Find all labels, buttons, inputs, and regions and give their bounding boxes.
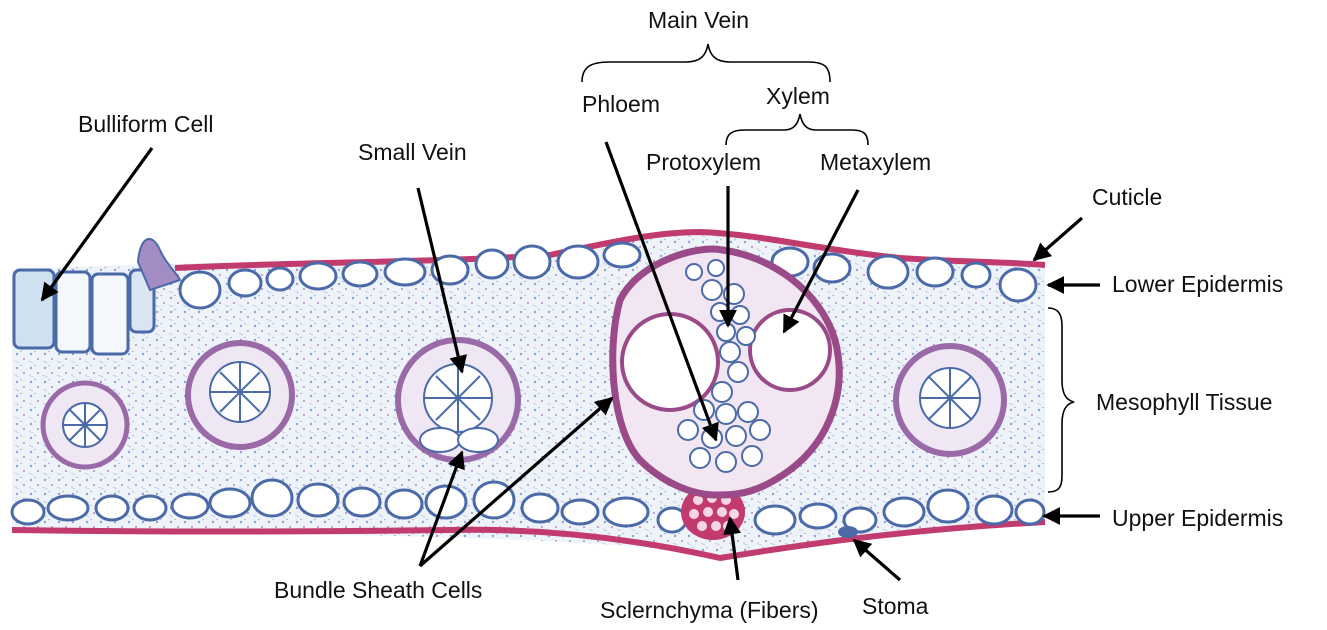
arrow-cuticle <box>1034 218 1082 260</box>
arrow-stoma <box>854 540 900 580</box>
leaf-section <box>12 232 1045 558</box>
label-mesophyll-tissue: Mesophyll Tissue <box>1096 389 1272 415</box>
label-bulliform-cell: Bulliform Cell <box>78 111 213 137</box>
label-bundle-sheath-cells: Bundle Sheath Cells <box>274 577 482 603</box>
small-vein-2 <box>188 343 292 447</box>
label-metaxylem: Metaxylem <box>820 149 931 175</box>
small-vein-4 <box>896 346 1004 454</box>
label-xylem: Xylem <box>766 83 830 109</box>
main-vein-brace <box>582 44 830 82</box>
xylem-brace <box>726 114 868 145</box>
label-stoma: Stoma <box>862 593 929 619</box>
label-lower-epidermis: Lower Epidermis <box>1112 271 1283 297</box>
label-small-vein: Small Vein <box>358 139 467 165</box>
label-sclerenchyma: Sclernchyma (Fibers) <box>600 597 819 623</box>
label-protoxylem: Protoxylem <box>646 149 761 175</box>
small-vein-1 <box>43 383 127 467</box>
stoma <box>838 526 858 538</box>
label-main-vein: Main Vein <box>648 7 749 33</box>
mesophyll-brace <box>1048 308 1074 492</box>
label-phloem: Phloem <box>582 91 660 117</box>
label-upper-epidermis: Upper Epidermis <box>1112 505 1283 531</box>
label-cuticle: Cuticle <box>1092 184 1162 210</box>
